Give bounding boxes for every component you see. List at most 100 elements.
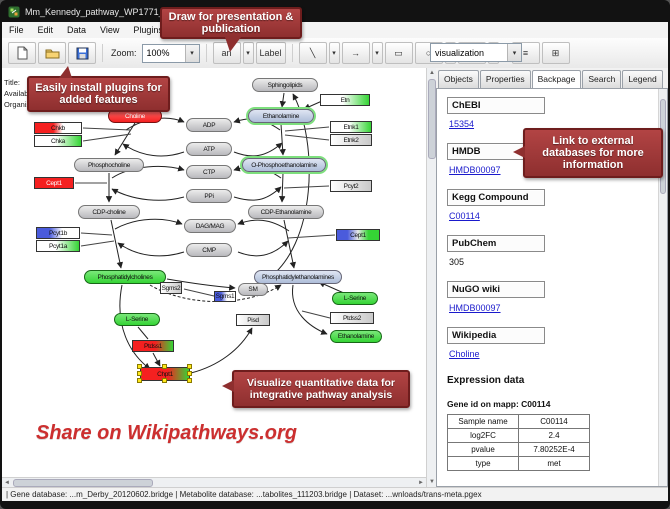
- pathway-node[interactable]: L-Serine: [332, 292, 378, 305]
- pathway-node[interactable]: CMP: [186, 243, 232, 257]
- pathway-node[interactable]: CDP-Ethanolamine: [248, 205, 324, 219]
- scroll-up-icon[interactable]: ▲: [429, 70, 435, 76]
- datanode-dropdown-icon[interactable]: ▾: [242, 42, 254, 64]
- pathway-node[interactable]: Chka: [34, 135, 82, 147]
- zoom-label: Zoom:: [111, 48, 137, 58]
- callout-arrow-down-icon: [225, 37, 241, 52]
- pathway-node[interactable]: Etnk2: [330, 134, 372, 146]
- tab-backpage[interactable]: Backpage: [531, 70, 582, 88]
- pathway-node[interactable]: SM: [238, 283, 268, 296]
- pathway-node[interactable]: ATP: [186, 142, 232, 156]
- arrow-dropdown-icon[interactable]: ▾: [371, 42, 383, 64]
- scroll-right-icon[interactable]: ►: [418, 480, 424, 486]
- menu-data[interactable]: Data: [67, 25, 87, 35]
- tab-search[interactable]: Search: [582, 70, 622, 88]
- pathway-node[interactable]: Sgms2: [160, 282, 182, 294]
- statusbar: | Gene database: ...m_Derby_20120602.bri…: [2, 487, 668, 501]
- database-id-link[interactable]: Choline: [449, 349, 480, 359]
- pathway-node[interactable]: DAG/MAG: [184, 219, 236, 233]
- pathway-node[interactable]: CDP-choline: [78, 205, 140, 219]
- table-cell: type: [447, 456, 519, 471]
- pathway-node[interactable]: Chkb: [34, 122, 82, 134]
- callout-arrow-up-icon: [59, 66, 72, 78]
- pathway-node[interactable]: Ethanolamine: [330, 330, 382, 343]
- vertical-scroll-thumb[interactable]: [428, 79, 436, 159]
- scroll-down-icon[interactable]: ▼: [429, 479, 435, 485]
- pathway-node[interactable]: Etnk1: [330, 121, 372, 133]
- database-name-box: ChEBI: [447, 97, 545, 114]
- selection-handle[interactable]: [187, 371, 192, 376]
- database-id-link[interactable]: HMDB00097: [449, 303, 501, 313]
- pathway-node[interactable]: Ptdss1: [132, 340, 174, 352]
- pathway-node[interactable]: PPi: [186, 189, 232, 203]
- pathway-node[interactable]: Pisd: [236, 314, 270, 326]
- database-id-value: 305: [449, 257, 465, 267]
- pathway-node[interactable]: Phosphatidylethanolamines: [254, 270, 342, 284]
- selection-handle[interactable]: [187, 378, 192, 383]
- selection-handle[interactable]: [162, 378, 167, 383]
- zoom-value: 100%: [146, 48, 170, 58]
- add-label-button[interactable]: Label: [255, 42, 286, 64]
- chevron-down-icon[interactable]: ▾: [184, 44, 199, 62]
- pathway-node[interactable]: Ethanolamine: [248, 109, 314, 123]
- zoom-combobox[interactable]: 100% ▾: [141, 43, 200, 63]
- chevron-down-icon[interactable]: ▾: [507, 44, 521, 61]
- pathway-canvas[interactable]: Title: Availability: Organism:: [2, 68, 426, 477]
- open-file-button[interactable]: [38, 42, 66, 64]
- pathway-node[interactable]: Cept1: [336, 229, 380, 241]
- expression-data-title: Expression data: [447, 375, 525, 386]
- table-row: pvalue 7.80252E-4: [447, 442, 590, 457]
- pathway-node[interactable]: Sgms1: [214, 291, 236, 302]
- database-id-link[interactable]: 15354: [449, 119, 475, 129]
- pathway-node[interactable]: Phosphocholine: [74, 158, 144, 172]
- pathway-node[interactable]: Pcyt2: [330, 180, 372, 192]
- pathway-node[interactable]: ADP: [186, 118, 232, 132]
- database-id-link[interactable]: HMDB00097: [449, 165, 501, 175]
- arrow-tool-button[interactable]: →: [341, 42, 370, 64]
- pathway-node[interactable]: O-Phosphoethanolamine: [242, 158, 326, 172]
- toolbar-separator: [102, 44, 103, 62]
- new-file-button[interactable]: [8, 42, 36, 64]
- pathway-node[interactable]: Pcyt1b: [36, 227, 80, 239]
- tab-legend[interactable]: Legend: [622, 70, 663, 88]
- pathway-node[interactable]: CTP: [186, 165, 232, 179]
- callout-arrow-left-icon: [513, 146, 525, 158]
- selection-handle[interactable]: [137, 378, 142, 383]
- pathway-node[interactable]: Sphingolipids: [252, 78, 318, 92]
- menu-plugins[interactable]: Plugins: [133, 25, 163, 35]
- menu-edit[interactable]: Edit: [37, 25, 54, 35]
- canvas-horizontal-scrollbar[interactable]: ◄ ►: [2, 477, 426, 487]
- menu-view[interactable]: View: [100, 25, 120, 35]
- line-tool-button[interactable]: ╲: [298, 42, 327, 64]
- pathway-node[interactable]: Ptdss2: [330, 312, 374, 324]
- visualization-combobox[interactable]: visualization ▾: [430, 43, 522, 62]
- selection-handle[interactable]: [187, 364, 192, 369]
- pathway-node[interactable]: L-Serine: [114, 313, 160, 326]
- rectangle-tool-button[interactable]: ▭: [384, 42, 413, 64]
- save-disk-icon: [76, 47, 88, 59]
- database-id-link[interactable]: C00114: [449, 211, 480, 221]
- save-button[interactable]: [68, 42, 96, 64]
- scroll-left-icon[interactable]: ◄: [4, 480, 10, 486]
- menu-file[interactable]: File: [9, 25, 24, 35]
- tab-properties[interactable]: Properties: [479, 70, 531, 88]
- pathway-node[interactable]: Pcyt1a: [36, 240, 80, 252]
- titlebar[interactable]: Mm_Kennedy_pathway_WP1771_45176.gpml: [2, 2, 668, 22]
- selection-handle[interactable]: [162, 364, 167, 369]
- app-icon: [8, 6, 20, 18]
- pathway-node[interactable]: Cept1: [34, 177, 74, 189]
- selection-handle[interactable]: [137, 364, 142, 369]
- table-row: Sample name C00114: [447, 414, 590, 429]
- selection-handle[interactable]: [137, 371, 142, 376]
- canvas-vertical-scrollbar[interactable]: ▲ ▼: [426, 68, 436, 487]
- line-dropdown-icon[interactable]: ▾: [328, 42, 340, 64]
- pathway-node[interactable]: Etn: [320, 94, 370, 106]
- grid-button[interactable]: ⊞: [541, 42, 570, 64]
- tab-objects[interactable]: Objects: [438, 70, 479, 88]
- toolbar-separator: [205, 44, 207, 62]
- callout-draw-presentation: Draw for presentation & publication: [160, 7, 302, 52]
- horizontal-scroll-thumb[interactable]: [13, 479, 153, 487]
- pathway-node[interactable]: Phosphatidylcholines: [84, 270, 166, 284]
- table-row: type met: [447, 456, 590, 471]
- backpage-section: PubChem 305: [447, 235, 655, 281]
